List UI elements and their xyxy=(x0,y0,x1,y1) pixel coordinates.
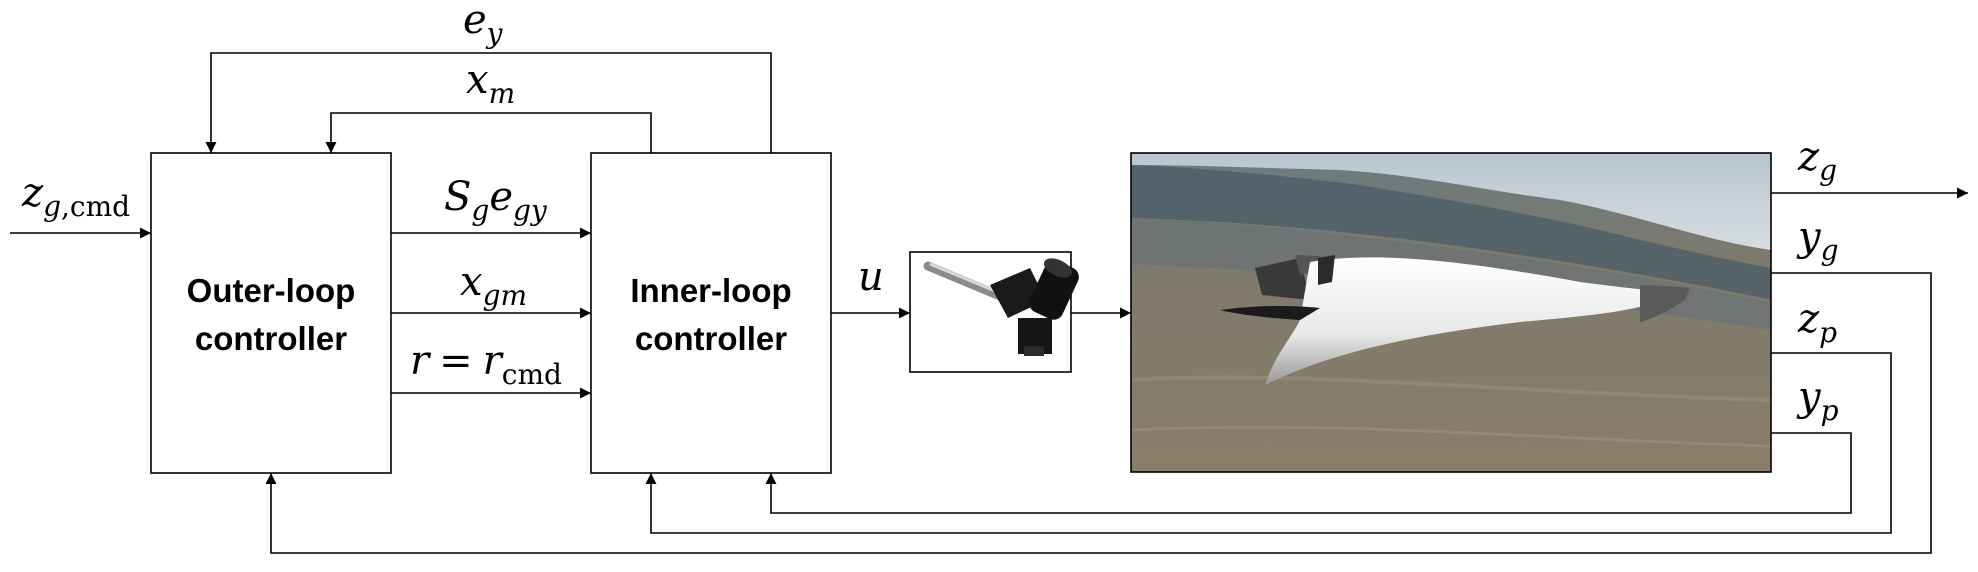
zp-feedback-wire xyxy=(645,352,1892,534)
signal-label-e-y: ey xyxy=(463,0,504,50)
signal-label-u: u xyxy=(858,254,884,300)
hypersonic-vehicle-image xyxy=(1131,153,1771,472)
inner-loop-label-line2: controller xyxy=(635,320,787,357)
ey-feedback-wire xyxy=(205,52,772,153)
signal-label-z-g-cmd: zg,cmd xyxy=(21,170,130,223)
yp-feedback-wire xyxy=(765,432,1852,514)
inner-loop-label-line1: Inner-loop xyxy=(630,272,791,309)
linear-actuator-icon xyxy=(923,258,1079,356)
signal-label-z-g: zg xyxy=(1797,134,1837,187)
outer-loop-label-line2: controller xyxy=(195,320,347,357)
signal-label-y-g: yg xyxy=(1796,214,1839,267)
signal-label-r-eq-rcmd: r=rcmd xyxy=(410,338,562,391)
inner-loop-controller-block xyxy=(590,152,832,474)
signal-label-x-gm: xgm xyxy=(460,259,527,312)
yg-feedback-wire xyxy=(265,272,1932,554)
actuator-block xyxy=(909,251,1079,373)
signal-label-sg-egy: Sgegy xyxy=(444,174,548,227)
xm-feedback-wire xyxy=(325,112,652,153)
signal-label-x-m: xm xyxy=(466,57,515,110)
vehicle-plant-block xyxy=(1130,152,1772,473)
signal-label-y-p: yp xyxy=(1796,374,1839,427)
outer-loop-controller-block xyxy=(150,152,392,474)
signal-label-z-p: zp xyxy=(1797,296,1837,349)
outer-loop-label-line1: Outer-loop xyxy=(187,272,356,309)
